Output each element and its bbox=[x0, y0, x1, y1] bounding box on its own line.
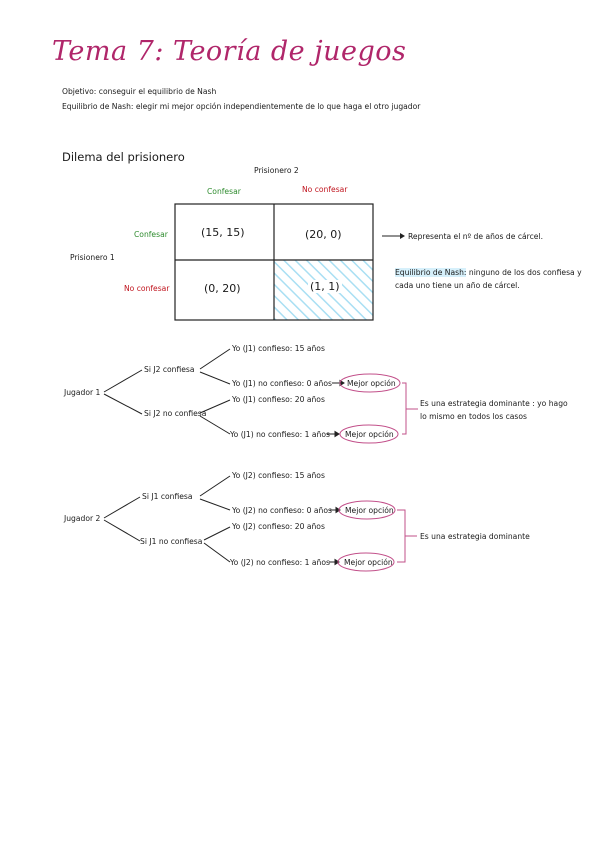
tree1-root: Jugador 1 bbox=[64, 388, 101, 397]
tree1-leaf-a1: Yo (J1) confieso: 15 años bbox=[232, 344, 325, 353]
tree2-leaf-a1: Yo (J2) confieso: 15 años bbox=[232, 471, 325, 480]
tree1-leaf-b1: Yo (J1) confieso: 20 años bbox=[232, 395, 325, 404]
tree2-leaf-a2: Yo (J2) no confieso: 0 años bbox=[232, 506, 332, 515]
nash-definition-text: Equilibrio de Nash: elegir mi mejor opci… bbox=[62, 102, 421, 111]
cell-confess-noconfess: (20, 0) bbox=[305, 228, 342, 241]
tree1-leaf-a2: Yo (J1) no confieso: 0 años bbox=[232, 379, 332, 388]
col-no-confesar-label: No confesar bbox=[302, 185, 348, 194]
nash-note-line1: Equilibrio de Nash: ninguno de los dos c… bbox=[395, 268, 582, 277]
tree2-best-a: Mejor opción bbox=[345, 506, 394, 515]
cell-confess-confess: (15, 15) bbox=[201, 226, 245, 239]
page-title: Tema 7: Teoría de juegos bbox=[52, 36, 407, 67]
tree1-branch-a: Si J2 confiesa bbox=[144, 365, 195, 374]
objective-text: Objetivo: conseguir el equilibrio de Nas… bbox=[62, 87, 217, 96]
tree1-branch-b: Si J2 no confiesa bbox=[144, 409, 207, 418]
col-confesar-label: Confesar bbox=[207, 187, 241, 196]
nash-note-text1: ninguno de los dos confiesa y bbox=[468, 268, 582, 277]
tree1-conclusion1: Es una estrategia dominante : yo hago bbox=[420, 399, 568, 408]
tree2-conclusion: Es una estrategia dominante bbox=[420, 532, 530, 541]
player1-label: Prisionero 1 bbox=[70, 253, 115, 262]
cell-noconfess-noconfess: (1, 1) bbox=[308, 280, 342, 293]
nash-note-line2: cada uno tiene un año de cárcel. bbox=[395, 281, 520, 290]
tree2-best-b: Mejor opción bbox=[344, 558, 393, 567]
tree2-leaf-b2: Yo (J2) no confieso: 1 años bbox=[230, 558, 330, 567]
player2-label: Prisionero 2 bbox=[254, 166, 299, 175]
tree1-best-b: Mejor opción bbox=[345, 430, 394, 439]
tree2-branch-b: Si J1 no confiesa bbox=[140, 537, 203, 546]
tree1-conclusion2: lo mismo en todos los casos bbox=[420, 412, 527, 421]
row-no-confesar-label: No confesar bbox=[124, 284, 170, 293]
section-heading: Dilema del prisionero bbox=[62, 150, 185, 164]
tree1-leaf-b2: Yo (J1) no confieso: 1 años bbox=[230, 430, 330, 439]
nash-label: Equilibrio de Nash: bbox=[395, 268, 467, 277]
tree2-leaf-b1: Yo (J2) confieso: 20 años bbox=[232, 522, 325, 531]
tree2-root: Jugador 2 bbox=[64, 514, 101, 523]
years-note: Representa el nº de años de cárcel. bbox=[408, 232, 543, 241]
tree1-best-a: Mejor opción bbox=[347, 379, 396, 388]
cell-noconfess-confess: (0, 20) bbox=[204, 282, 241, 295]
tree2-branch-a: Si J1 confiesa bbox=[142, 492, 193, 501]
row-confesar-label: Confesar bbox=[134, 230, 168, 239]
